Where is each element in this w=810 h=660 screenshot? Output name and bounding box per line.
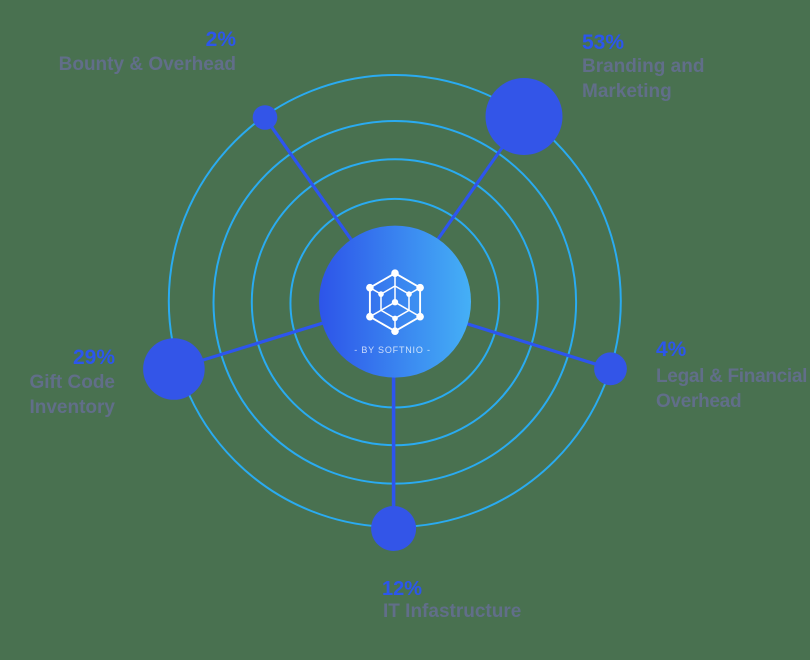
- svg-text:- BY SOFTNIO -: - BY SOFTNIO -: [354, 345, 431, 355]
